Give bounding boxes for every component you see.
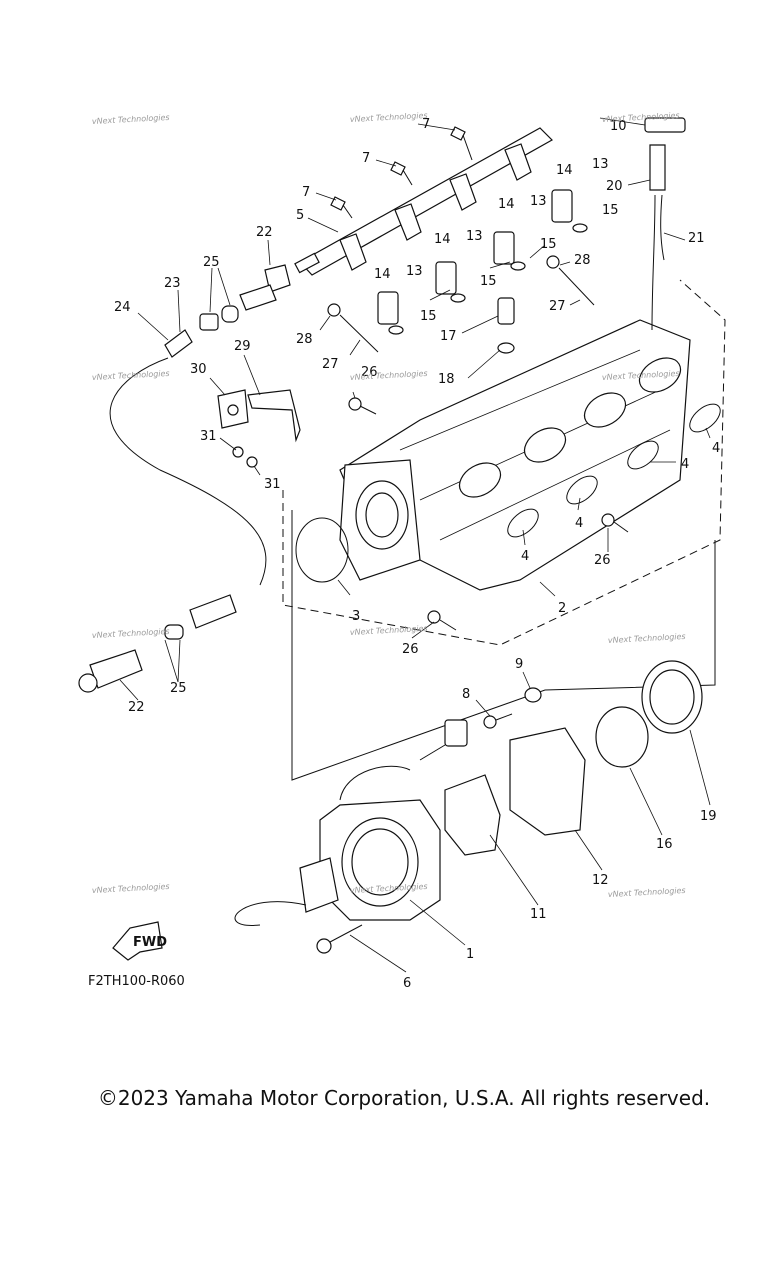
callout-4: 4 [681, 457, 689, 472]
callout-18: 18 [438, 372, 455, 387]
callout-7: 7 [422, 117, 430, 132]
callout-2: 2 [558, 601, 566, 616]
watermark-text: vNext Technologies [350, 882, 428, 895]
callout-13: 13 [530, 194, 547, 209]
callout-10: 10 [610, 119, 627, 134]
callout-26: 26 [361, 365, 378, 380]
watermark-text: vNext Technologies [602, 369, 680, 382]
bolt-6 [316, 924, 363, 954]
callout-4: 4 [521, 549, 529, 564]
callout-15: 15 [602, 203, 619, 218]
callout-28: 28 [296, 332, 313, 347]
callout-27: 27 [322, 357, 339, 372]
callout-15: 15 [480, 274, 497, 289]
watermark-text: vNext Technologies [350, 111, 428, 124]
watermark-text: vNext Technologies [602, 111, 680, 124]
leader-lines [119, 117, 711, 973]
injectors [377, 189, 573, 325]
callout-14: 14 [374, 267, 391, 282]
callout-1: 1 [466, 947, 474, 962]
callout-14: 14 [556, 163, 573, 178]
callout-26: 26 [594, 553, 611, 568]
callout-23: 23 [164, 276, 181, 291]
o-rings [507, 403, 721, 538]
callout-25: 25 [170, 681, 187, 696]
top-sensor-and-hose [644, 117, 686, 331]
callout-16: 16 [656, 837, 673, 852]
callout-8: 8 [462, 687, 470, 702]
bolts [327, 126, 595, 353]
callout-4: 4 [712, 441, 720, 456]
screw-and-washer [483, 687, 542, 729]
adapter-12 [509, 727, 586, 836]
fuel-rail [294, 127, 553, 276]
callout-15: 15 [540, 237, 557, 252]
callout-9: 9 [515, 657, 523, 672]
callout-6: 6 [403, 976, 411, 991]
callout-31: 31 [200, 429, 217, 444]
watermark-text: vNext Technologies [92, 369, 170, 382]
callout-21: 21 [688, 231, 705, 246]
callout-29: 29 [234, 339, 251, 354]
watermark-text: vNext Technologies [92, 113, 170, 126]
callout-25: 25 [203, 255, 220, 270]
callout-7: 7 [302, 185, 310, 200]
pressure-sensor [497, 297, 515, 354]
bolts-26 [348, 397, 629, 631]
callout-14: 14 [434, 232, 451, 247]
throttle-assembly-bracket [291, 510, 716, 781]
callout-22: 22 [128, 700, 145, 715]
callout-26: 26 [402, 642, 419, 657]
watermark-text: vNext Technologies [608, 886, 686, 899]
callout-13: 13 [466, 229, 483, 244]
watermarks: vNext Technologies vNext Technologies vN… [92, 111, 686, 899]
callout-13: 13 [592, 157, 609, 172]
manifold-assembly-outline [282, 279, 726, 646]
callout-22: 22 [256, 225, 273, 240]
watermark-text: vNext Technologies [350, 624, 428, 637]
injector-seals [388, 223, 588, 335]
fwd-label: FWD [133, 935, 167, 950]
manifold-flange [339, 459, 421, 581]
callout-12: 12 [592, 873, 609, 888]
callout-14: 14 [498, 197, 515, 212]
callout-5: 5 [296, 208, 304, 223]
watermark-text: vNext Technologies [350, 369, 428, 382]
ring-gasket [295, 517, 349, 583]
fwd-arrow: FWD [112, 921, 167, 961]
watermark-text: vNext Technologies [92, 627, 170, 640]
callout-31: 31 [264, 477, 281, 492]
watermark-text: vNext Technologies [608, 632, 686, 645]
callout-17: 17 [440, 329, 457, 344]
bracket-assembly [217, 389, 301, 468]
throttle-body [234, 719, 468, 926]
callout-15: 15 [420, 309, 437, 324]
callout-28: 28 [574, 253, 591, 268]
callout-7: 7 [362, 151, 370, 166]
callout-13: 13 [406, 264, 423, 279]
callout-24: 24 [114, 300, 131, 315]
callout-19: 19 [700, 809, 717, 824]
diagram-code: F2TH100-R060 [88, 974, 185, 989]
parts-diagram: FWD [78, 111, 726, 991]
callout-11: 11 [530, 907, 547, 922]
callout-20: 20 [606, 179, 623, 194]
filter-and-seal [595, 660, 703, 768]
callouts: 1 2 3 4 4 4 4 4 5 6 7 7 7 8 9 10 11 12 1… [114, 117, 720, 991]
copyright-notice: ©2023 Yamaha Motor Corporation, U.S.A. A… [97, 1086, 711, 1110]
callout-3: 3 [352, 609, 360, 624]
callout-30: 30 [190, 362, 207, 377]
watermark-text: vNext Technologies [92, 882, 170, 895]
gasket-11 [444, 774, 501, 856]
left-hose-assembly [78, 264, 291, 693]
callout-4: 4 [575, 516, 583, 531]
callout-27: 27 [549, 299, 566, 314]
